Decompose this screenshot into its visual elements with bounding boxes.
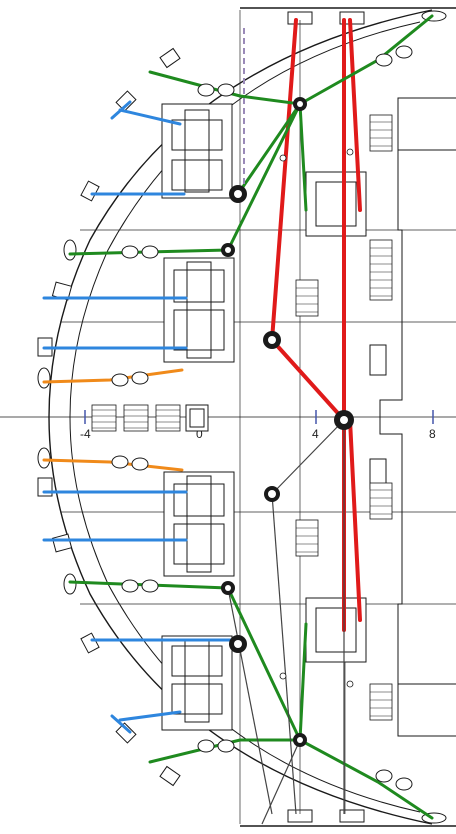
- sheave-block-icon: [229, 185, 247, 203]
- bollard-icon: [279, 672, 287, 680]
- grating-hatching: [92, 121, 392, 717]
- centerline: [0, 410, 456, 424]
- windlass-icon: [305, 597, 367, 663]
- windlass-icon: [305, 171, 367, 237]
- sheave-blocks: [221, 97, 354, 747]
- mooring-lines-orange: [42, 368, 184, 472]
- fairlead-roller-icon: [111, 371, 149, 387]
- fairlead-roller-icon: [197, 739, 235, 753]
- mooring-lines-blue: [42, 100, 238, 734]
- tick-label-neg4: -4: [80, 427, 91, 441]
- mooring-winches: [161, 103, 367, 731]
- grating-icon: [91, 404, 181, 432]
- fairlead-roller-icon: [375, 45, 413, 67]
- sheave-block-icon: [293, 733, 307, 747]
- fairlead-roller-icon: [121, 245, 159, 259]
- winch-icon: [161, 635, 233, 731]
- fairlead-rollers: [111, 45, 413, 791]
- fairlead-roller-icon: [121, 579, 159, 593]
- sheave-block-icon: [229, 635, 247, 653]
- bollard-icon: [279, 154, 287, 162]
- winch-icon: [161, 103, 233, 199]
- bollards: [279, 148, 354, 688]
- tick-label-4: 4: [312, 427, 319, 441]
- mooring-lines-grey: [227, 419, 345, 825]
- sheave-block-icon: [264, 486, 280, 502]
- bulwark-chocks: [37, 11, 365, 823]
- fairlead-roller-icon: [111, 455, 149, 471]
- fairlead-roller-icon: [197, 83, 235, 97]
- sheave-block-icon: [221, 243, 235, 257]
- deck-gratings: [91, 114, 393, 721]
- tick-label-8: 8: [429, 427, 436, 441]
- bollard-icon: [346, 680, 354, 688]
- sheave-block-icon: [293, 97, 307, 111]
- sheave-block-icon: [263, 331, 281, 349]
- tick-label-0: 0: [196, 427, 203, 441]
- winch-icon: [163, 257, 235, 363]
- centerline-winch-unit: [185, 404, 209, 432]
- sheave-block-icon: [334, 410, 354, 430]
- sheave-block-icon: [221, 581, 235, 595]
- fairlead-roller-icon: [375, 769, 413, 791]
- bollard-icon: [346, 148, 354, 156]
- axis-tick-labels: -4 0 4 8: [80, 427, 436, 441]
- winch-icon: [163, 471, 235, 577]
